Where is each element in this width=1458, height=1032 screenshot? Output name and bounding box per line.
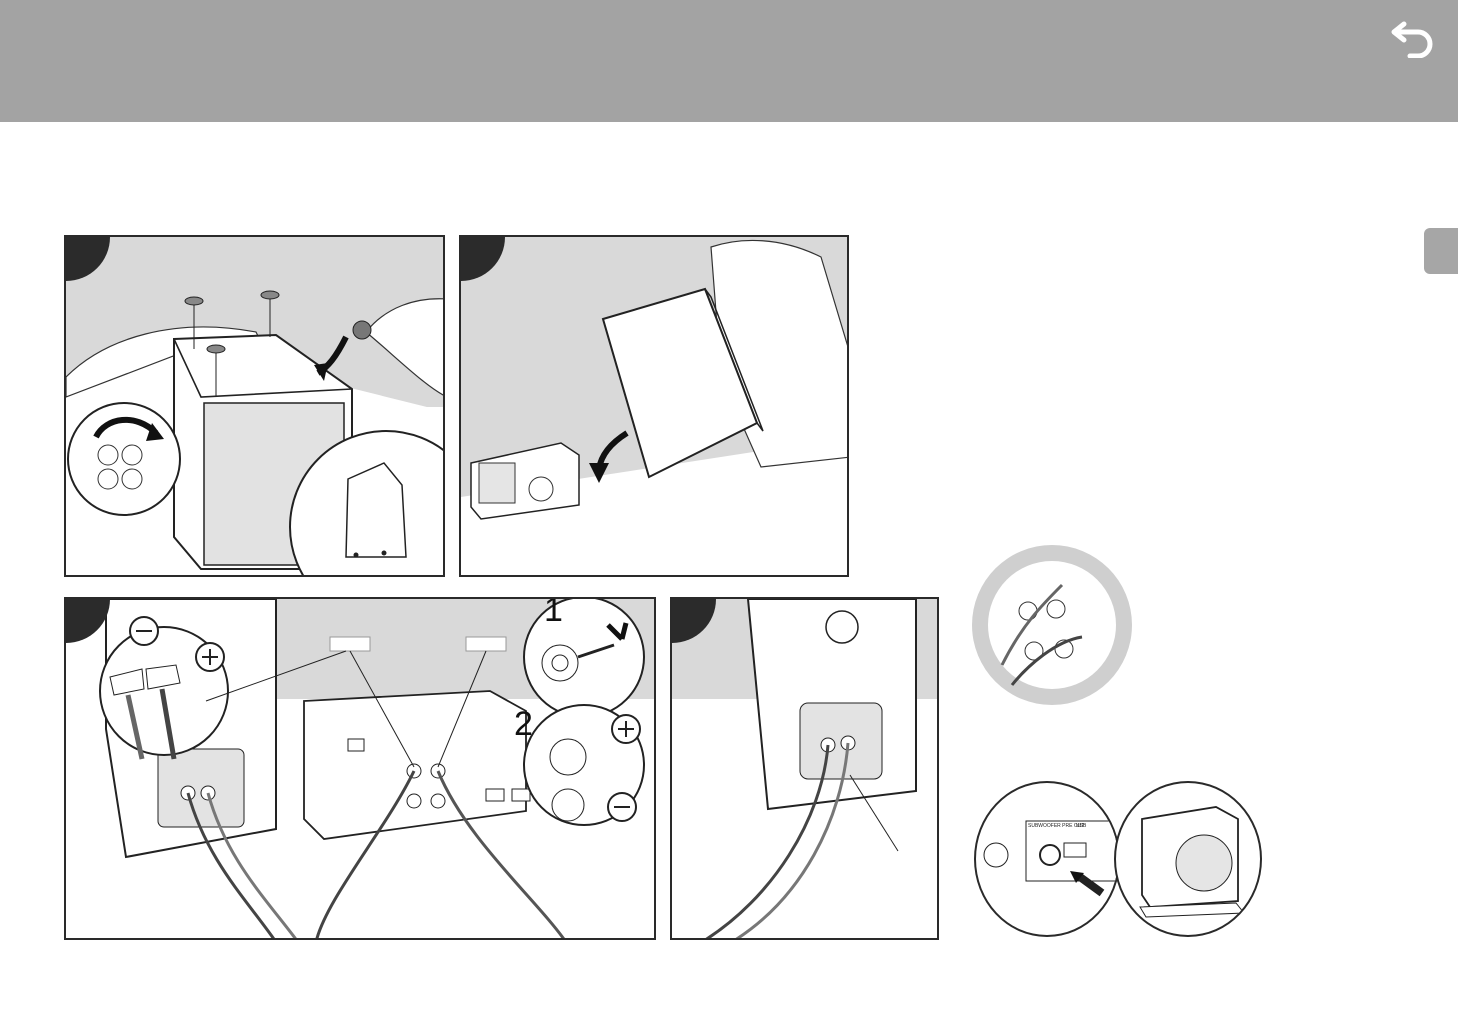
language-tab[interactable] (1424, 228, 1458, 274)
header-bar (0, 0, 1458, 122)
inset-pre-out: SUBWOOFER PRE OUT USB (974, 781, 1120, 937)
inset-terminals (972, 545, 1132, 705)
figure-panel-1 (64, 235, 445, 577)
subwoofer-icon (1116, 783, 1262, 937)
return-arrow-icon (1390, 14, 1438, 58)
subwoofer-connection-illustration (976, 783, 1120, 937)
step-1-label: 1 (544, 597, 563, 630)
step-2-label: 2 (514, 705, 533, 744)
speaker-placement-illustration (461, 237, 849, 577)
figure-panel-2 (459, 235, 849, 577)
speaker-rear-terminals-illustration (672, 599, 939, 940)
back-button[interactable] (1390, 14, 1438, 58)
terminal-wiring-warning-illustration (972, 545, 1132, 705)
figure-panel-3: 1 2 (64, 597, 656, 940)
speaker-feet-attach-illustration (66, 237, 445, 577)
speaker-cable-connection-illustration (66, 599, 656, 940)
inset-subwoofer (1114, 781, 1262, 937)
usb-label: USB (1076, 823, 1086, 829)
figure-panel-4 (670, 597, 939, 940)
